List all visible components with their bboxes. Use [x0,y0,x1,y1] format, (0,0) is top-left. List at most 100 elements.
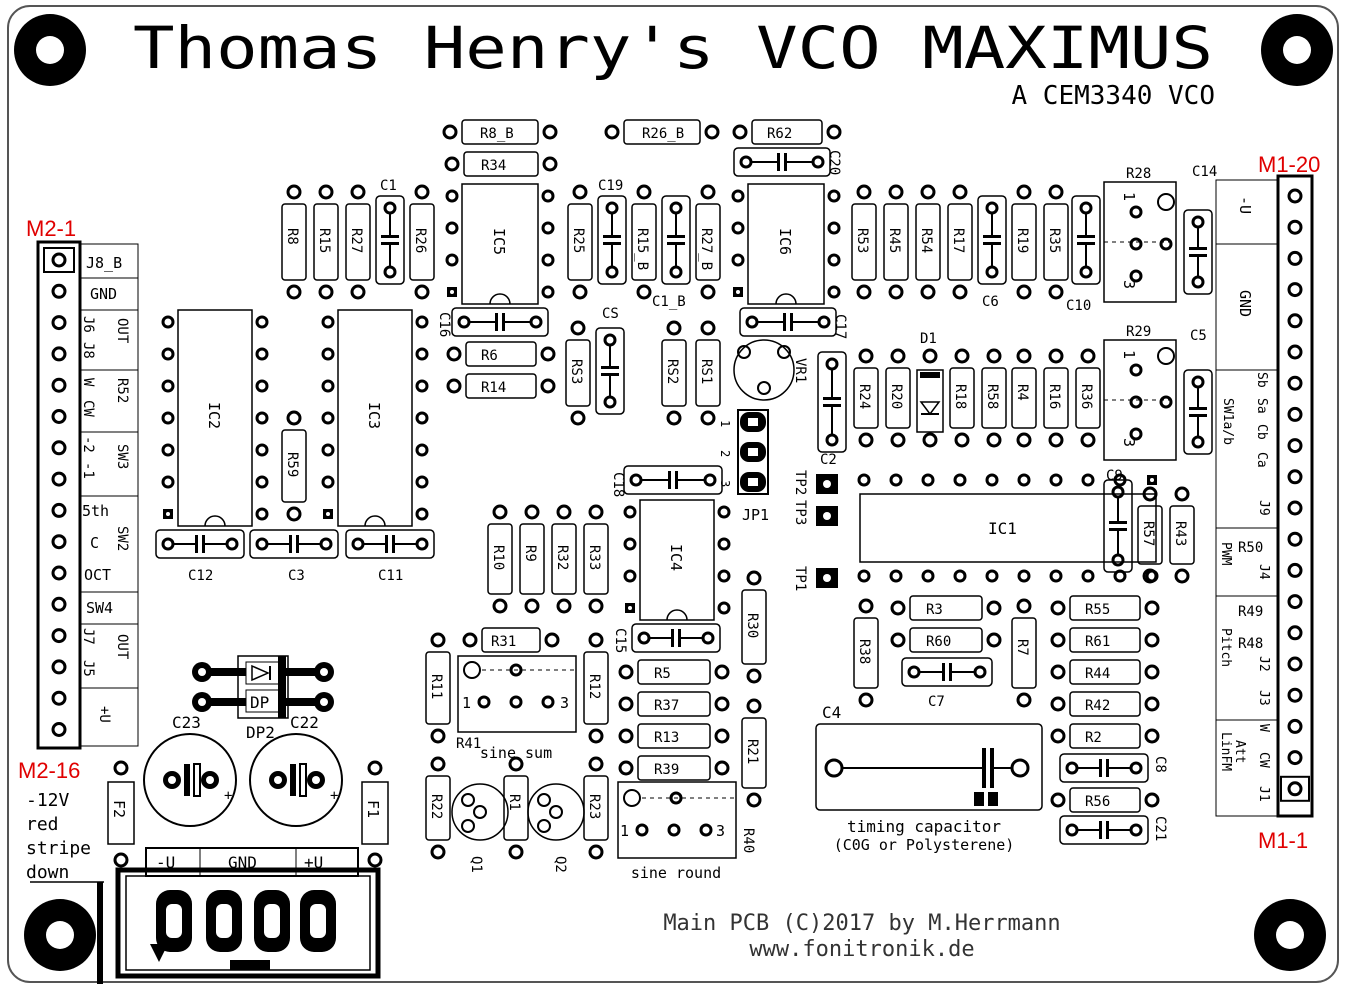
resistor-label-r14: R14 [481,380,506,396]
resistor-r2: R2 [1050,723,1160,749]
m1-label-r50: R50 [1238,540,1263,556]
capacitor-c10: C10 [1066,195,1101,314]
resistor-r62: R62 [732,119,842,145]
resistor-label-r21: R21 [744,739,760,764]
resistor-label-r36: R36 [1078,384,1094,409]
m1-label-w: W [1256,724,1271,732]
resistor-label-r42: R42 [1085,698,1110,714]
m1-label-j3: J3 [1256,690,1271,706]
cable-note-3: stripe [26,838,91,859]
capacitor-c16: C16 [436,307,549,337]
resistor-r54: R54 [915,184,941,300]
power-connector: -U GND +U [30,847,381,984]
m2-label-c: C [90,534,99,552]
trimmer-label-r41: R41 [456,736,481,752]
resistor-rs2: RS2 [661,320,687,426]
resistor-r19: R19 [1011,184,1037,300]
resistor-r32: R32 [551,504,577,614]
ic-ic5: IC5 [445,183,555,305]
resistor-label-r59: R59 [284,452,300,477]
resistor-r11: R11 [425,632,451,744]
capacitor-c15: C15 [612,623,721,653]
c4-label: C4 [822,703,841,722]
trimmer-label-r40: R40 [740,828,756,853]
resistor-r9: R9 [519,504,545,614]
capacitor-label-c1_b: C1_B [652,294,686,310]
resistor-label-r58: R58 [984,384,1000,409]
resistor-label-r54: R54 [918,228,934,253]
resistor-r26: R26 [409,184,435,300]
resistor-r61: R61 [1050,627,1160,653]
capacitor-label-c16: C16 [436,312,452,337]
m1-label-j4: J4 [1256,564,1271,580]
r28-pin-3: 3 [1120,280,1138,289]
resistor-r36: R36 [1075,348,1101,448]
resistor-r42: R42 [1050,691,1160,717]
resistor-r3: R3 [890,595,1002,621]
capacitor-c14: C14 [1183,164,1217,295]
resistor-label-r15: R15 [316,228,332,253]
trimmer-label-r29: R29 [1126,324,1151,340]
ic-label-ic2: IC2 [205,402,223,429]
resistor-label-r33: R33 [586,545,602,570]
c22-label: C22 [290,713,319,732]
resistor-rs1: RS1 [695,320,721,426]
resistor-r58: R58 [981,348,1007,448]
resistor-r24: R24 [853,348,879,448]
cable-note: -12V red stripe down [26,790,91,883]
resistor-r39: R39 [618,755,730,781]
resistor-r17: R17 [947,184,973,300]
power-label-gnd: GND [228,853,257,872]
capacitor-label-c1: C1 [380,178,397,194]
resistor-label-rs1: RS1 [698,359,714,384]
resistor-label-r39: R39 [654,762,679,778]
capacitor-label-c3: C3 [288,568,305,584]
d1-diode: D1 [916,331,944,448]
resistor-r5: R5 [618,659,730,685]
resistor-label-r7: R7 [1014,639,1030,656]
tp1-label: TP1 [792,566,808,591]
m1-1-label: M1-1 [1258,828,1308,853]
resistor-label-r55: R55 [1085,602,1110,618]
resistor-r25: R25 [567,184,593,300]
m2-label-gnd: GND [90,285,117,303]
capacitor-label-c15: C15 [612,628,628,653]
resistor-r4: R4 [1011,348,1037,448]
m2-label-neg2: -2 [80,436,96,453]
m2-label-plus-u: +U [96,706,112,723]
r29-pin-1: 1 [1120,350,1138,359]
resistor-rs3: RS3 [565,320,591,426]
resistor-label-r57: R57 [1140,521,1156,546]
r29-pin-3: 3 [1120,438,1138,447]
footer-credit: Main PCB (C)2017 by M.Herrmann [663,911,1060,936]
resistor-label-r56: R56 [1085,794,1110,810]
m1-label-ca: Ca [1254,452,1269,468]
m2-label-cw: CW [80,400,96,417]
m1-label-sb: Sb [1254,372,1269,388]
footer-url: www.fonitronik.de [749,937,974,962]
resistor-r38: R38 [853,598,879,708]
board-subtitle: A CEM3340 VCO [1012,81,1216,111]
resistor-label-r12: R12 [586,674,602,699]
m2-label-r52: R52 [114,378,130,403]
resistor-r44: R44 [1050,659,1160,685]
m2-label-5th: 5th [82,502,109,520]
resistor-r15: R15 [313,184,339,300]
capacitor-label-c9: C9 [1106,468,1123,484]
q2-label: Q2 [552,856,568,873]
m1-label-pwm: PWM [1218,542,1233,566]
m1-header: -U GND Sb Sa Cb Ca SW1a/b J9 PWM R50 J4 … [1215,174,1314,818]
resistor-label-r31: R31 [491,634,516,650]
capacitor-label-c2: C2 [820,452,837,468]
resistor-r35: R35 [1043,184,1069,300]
m2-header: J8_B GND OUT J6 J8 W R52 CW -2 -1 SW3 5t… [36,240,139,750]
m2-label-w: W [80,378,96,387]
resistor-label-r23: R23 [586,794,602,819]
resistor-label-r9: R9 [522,545,538,562]
capacitor-c6: C6 [977,195,1007,310]
resistor-label-r44: R44 [1085,666,1110,682]
capacitor-label-cs: CS [602,306,619,322]
m2-label-j5: J5 [80,660,96,677]
jp1-jumper: 1 2 3 JP1 [718,409,769,524]
